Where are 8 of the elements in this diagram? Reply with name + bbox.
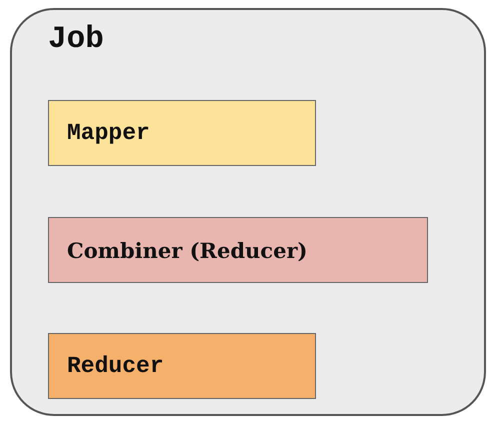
box-label: Combiner (Reducer) (67, 238, 308, 262)
container-box (10, 8, 486, 416)
process-box (48, 100, 316, 166)
container-title: Job (48, 22, 104, 57)
box-label: Mapper (67, 120, 150, 146)
process-box (48, 217, 428, 283)
box-label: Reducer (67, 353, 164, 379)
process-box (48, 333, 316, 399)
